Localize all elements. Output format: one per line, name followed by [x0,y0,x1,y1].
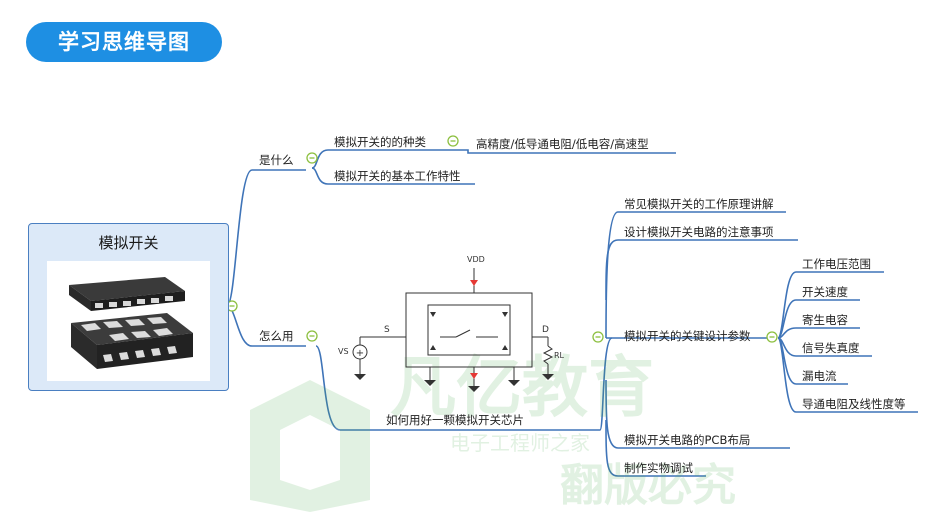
node-pcb-layout[interactable]: 模拟开关电路的PCB布局 [624,433,751,447]
svg-text:+: + [356,348,364,359]
param-on-resistance[interactable]: 导通电阻及线性度等 [802,397,906,411]
node-key-parameters[interactable]: 模拟开关的关键设计参数 [624,329,751,343]
chip-package-image [47,261,210,381]
node-basic-characteristics[interactable]: 模拟开关的基本工作特性 [334,169,461,183]
root-node-label: 模拟开关 [98,234,159,252]
node-design-notes[interactable]: 设计模拟开关电路的注意事项 [624,225,774,239]
node-switch-types[interactable]: 模拟开关的的种类 [334,135,426,149]
node-switch-types-list[interactable]: 高精度/低导通电阻/低电容/高速型 [476,137,649,151]
param-voltage-range[interactable]: 工作电压范围 [802,257,871,271]
svg-text:S: S [384,325,390,335]
node-prototype-debug[interactable]: 制作实物调试 [624,461,693,475]
branch-how[interactable]: 怎么用 [259,329,294,343]
svg-text:VS: VS [338,347,349,356]
param-parasitic-capacitance[interactable]: 寄生电容 [802,313,848,327]
root-node[interactable]: 模拟开关 [28,223,229,391]
svg-text:RL: RL [554,351,565,360]
param-leakage-current[interactable]: 漏电流 [802,369,837,383]
svg-text:D: D [542,325,549,335]
connector-what [226,169,306,307]
svg-text:VDD: VDD [467,255,485,264]
param-signal-distortion[interactable]: 信号失真度 [802,341,860,355]
analog-switch-circuit: + VDD S D VS RL [338,255,565,392]
mindmap-title: 学习思维导图 [26,22,222,62]
param-switch-speed[interactable]: 开关速度 [802,285,848,299]
node-working-principle[interactable]: 常见模拟开关的工作原理讲解 [624,197,774,211]
branch-what[interactable]: 是什么 [259,153,294,167]
node-use-chip-well[interactable]: 如何用好一颗模拟开关芯片 [386,413,524,427]
